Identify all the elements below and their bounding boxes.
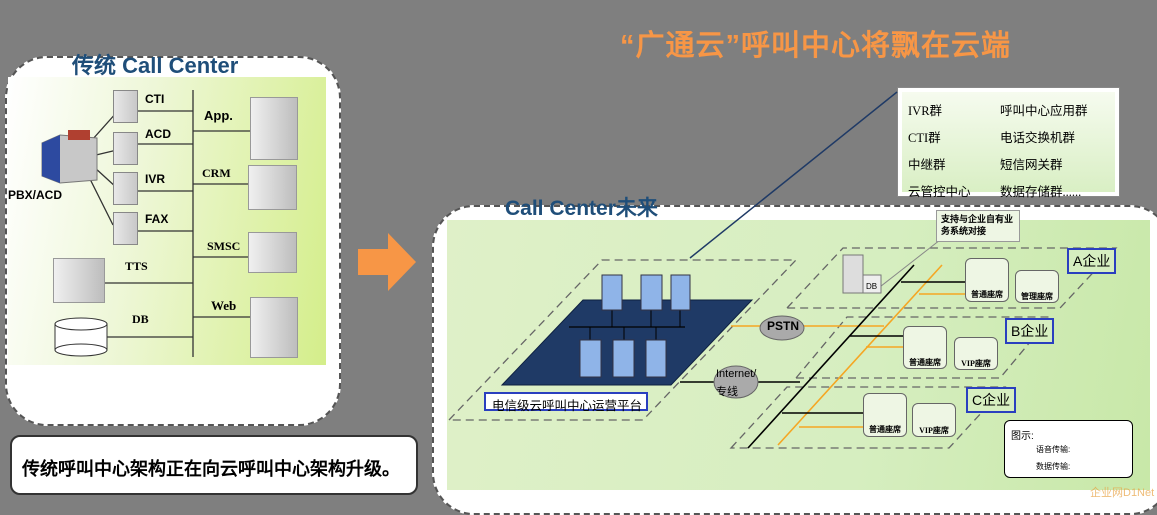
ivr-label: IVR (145, 172, 166, 186)
future-heading: Call Center未来 (505, 197, 658, 220)
cloud-components-box: IVR群 呼叫中心应用群 CTI群 电话交换机群 中继群 短信网关群 云管控中心 数据存… (897, 87, 1120, 199)
legend-data: 数据传输: (1036, 462, 1071, 471)
pstn-label: PSTN (767, 319, 800, 333)
computer-icon (579, 339, 602, 378)
agent-vip-c: VIP座席 (912, 403, 956, 437)
app-label: App. (204, 108, 233, 123)
internet-label: Internet/ (716, 368, 757, 380)
info-item: 呼叫中心应用群 (1000, 104, 1088, 118)
traditional-lines (41, 90, 250, 357)
db-server-icon (842, 254, 882, 294)
integration-note: 支持与企业自有业务系统对接 (936, 210, 1020, 242)
acd-label: ACD (145, 127, 171, 141)
note-pointer (875, 239, 941, 291)
agent-normal-b: 普通座席 (903, 326, 947, 369)
tts-label: TTS (125, 259, 148, 273)
legend-title: 图示: (1011, 431, 1034, 442)
cti-label: CTI (145, 92, 165, 106)
info-item: 短信网关群 (1000, 158, 1063, 172)
smsc-server-icon (248, 232, 297, 273)
cti-server-icon (113, 90, 138, 123)
platform-dashed-zone (447, 259, 798, 421)
upgrade-note: 传统呼叫中心架构正在向云呼叫中心架构升级。 (10, 435, 418, 495)
web-label: Web (211, 298, 237, 313)
enterprise-c-label: C企业 (966, 387, 1017, 413)
db-label: DB (132, 312, 149, 326)
cloud-icon (713, 315, 805, 399)
crm-label: CRM (202, 166, 231, 180)
info-item: 数据存储群...... (1000, 185, 1082, 199)
computer-icon (601, 274, 623, 311)
legend: 图示: 语音传输: 数据传输: (1004, 420, 1133, 478)
agent-manager-a: 管理座席 (1015, 270, 1059, 303)
leased-line-label: 专线 (716, 386, 738, 398)
info-item: IVR群 (908, 104, 943, 118)
info-item: 云管控中心 (908, 185, 971, 199)
agent-normal-a: 普通座席 (965, 258, 1009, 302)
watermark: 企业网D1Net (1090, 487, 1155, 499)
ivr-server-icon (113, 172, 138, 205)
computer-icon (612, 339, 635, 378)
computer-icon (645, 339, 667, 378)
info-item: CTI群 (908, 131, 941, 145)
acd-server-icon (113, 132, 138, 165)
enterprise-a-label: A企业 (1067, 248, 1117, 274)
agent-normal-c: 普通座席 (863, 393, 907, 437)
enterprise-b-label: B企业 (1005, 318, 1055, 344)
agent-vip-b: VIP座席 (954, 337, 998, 370)
smsc-label: SMSC (207, 239, 241, 253)
info-item: 电话交换机群 (1000, 131, 1076, 145)
computer-icon (640, 274, 663, 311)
fax-label: FAX (145, 212, 169, 226)
app-server-icon (250, 97, 298, 160)
enterprise-b-zone (794, 316, 1053, 379)
traditional-heading: 传统 Call Center (72, 53, 239, 78)
db-cylinder-icon (54, 317, 108, 357)
web-server-icon (250, 297, 298, 358)
pbx-label: PBX/ACD (8, 188, 63, 202)
info-item: 中继群 (908, 158, 946, 172)
db-label: DB (866, 282, 878, 291)
tts-server-icon (53, 258, 105, 303)
arrow-right-icon (358, 233, 416, 291)
platform-label: 电信级云呼叫中心运营平台 (484, 392, 648, 413)
crm-server-icon (248, 165, 297, 210)
slide-title: “广通云”呼叫中心将飘在云端 (620, 30, 1012, 62)
pbx-icon (41, 130, 98, 184)
fax-server-icon (113, 212, 138, 245)
legend-voice: 语音传输: (1036, 445, 1071, 454)
callout-line (689, 91, 898, 259)
future-network-diagram (447, 91, 1125, 467)
computer-icon (670, 274, 691, 311)
